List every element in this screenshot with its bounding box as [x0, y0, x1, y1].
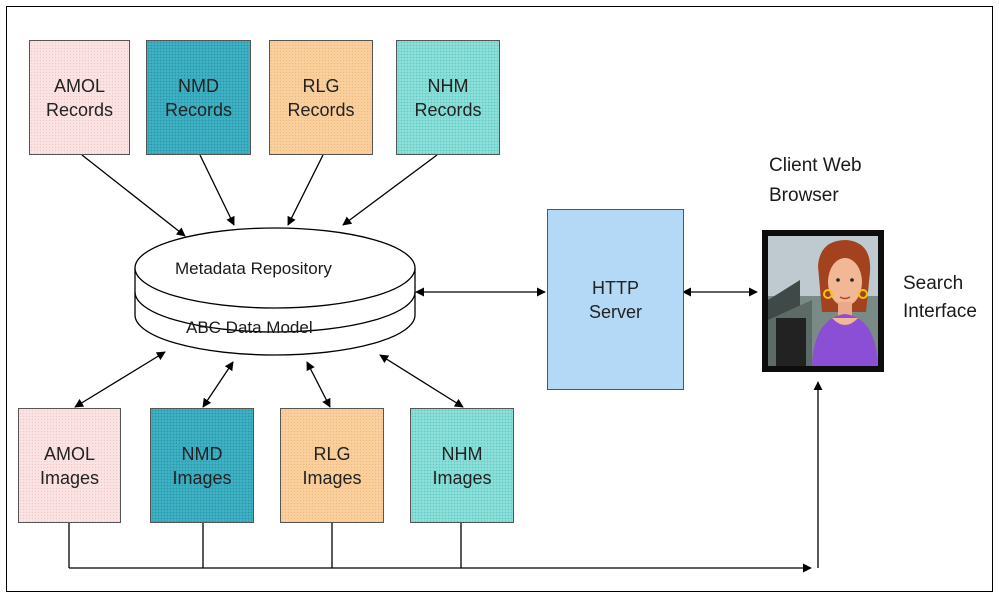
images-box-label: Images [39, 467, 100, 488]
records-box-nhm: NHM Records [396, 40, 500, 155]
client-web-browser-label: Client Web [769, 155, 862, 176]
records-box-amol: AMOL Records [29, 40, 130, 155]
arrow-amol-records-to-repository [81, 154, 186, 237]
arrow-nmd-records-to-repository [199, 154, 235, 226]
search-interface-label-line2: Interface [903, 301, 977, 322]
images-box-label: RLG [313, 443, 351, 464]
records-box-nmd: NMD Records [146, 40, 251, 155]
records-box-label: Records [414, 99, 482, 120]
http-server-box: HTTP Server [547, 209, 684, 390]
records-box-label: RLG [302, 75, 340, 96]
records-box-label: AMOL [53, 75, 105, 96]
http-server-label: HTTP [592, 277, 639, 298]
arrow-rlg-records-to-repository [287, 154, 324, 226]
images-box-label: Images [172, 467, 232, 488]
records-box-label: Records [164, 99, 233, 120]
images-box-amol: AMOL Images [18, 408, 121, 523]
images-box-label: Images [432, 467, 492, 488]
records-box-rlg: RLG Records [269, 40, 373, 155]
woman-at-computer-icon [762, 230, 884, 372]
images-box-label: NHM [441, 443, 483, 464]
images-box-nhm: NHM Images [410, 408, 514, 523]
diagram-frame [6, 6, 993, 592]
arrow-nhm-records-to-repository [342, 154, 438, 226]
http-server-label: Server [588, 301, 642, 322]
images-box-label: NMD [181, 443, 223, 464]
records-box-label: Records [45, 99, 114, 120]
records-box-label: Records [287, 99, 355, 120]
images-box-label: Images [302, 467, 362, 488]
records-box-label: NHM [427, 75, 469, 96]
arrow-repository-nmd-images [202, 361, 234, 408]
records-box-label: NMD [178, 75, 219, 96]
images-box-label: AMOL [43, 443, 95, 464]
images-box-nmd: NMD Images [150, 408, 254, 523]
arrow-repository-amol-images [74, 351, 166, 408]
abc-data-model-label: ABC Data Model [186, 318, 313, 337]
arrow-repository-rlg-images [306, 361, 331, 408]
images-box-rlg: RLG Images [280, 408, 384, 523]
arrow-repository-nhm-images [379, 354, 464, 408]
metadata-repository-cylinder [134, 227, 416, 356]
search-interface-label: Search [903, 273, 964, 294]
metadata-repository-label: Metadata Repository [175, 259, 332, 278]
client-web-browser-label-line2: Browser [769, 185, 839, 206]
